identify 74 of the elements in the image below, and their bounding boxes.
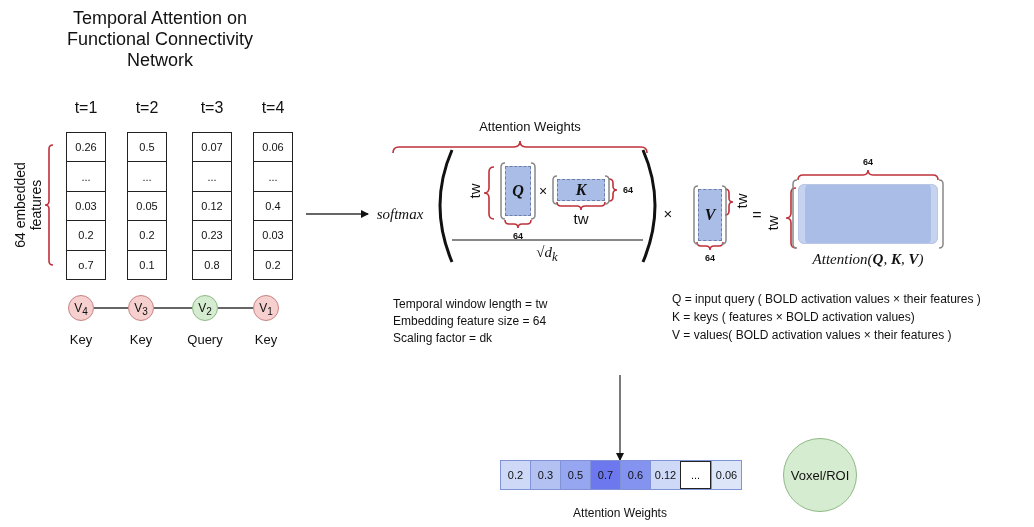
table-cell-text: 0.06 (261, 140, 285, 156)
vertex-label: V$_{1}$ (258, 301, 274, 318)
time-label: t=4 (261, 99, 285, 117)
table-cell: ... (193, 161, 231, 191)
table-cell: 0.2 (254, 249, 292, 280)
table-cell: 0.2 (501, 461, 530, 489)
dimension-label: 64 (863, 156, 873, 168)
table-cell: 0.3 (530, 461, 560, 489)
table-cell: 0.03 (254, 220, 292, 250)
axis-label: 64 embedded features (11, 161, 45, 250)
table-cell: 0.8 (193, 249, 231, 280)
dimension-label: 64 (623, 184, 633, 196)
heading-label: Attention Weights (479, 119, 581, 135)
table-cell: 0.12 (193, 190, 231, 221)
table-cell: 0.2 (67, 220, 105, 250)
vertex-label: V$_{2}$ (197, 301, 213, 318)
definition-text: V = values( BOLD activation values × their features ) (672, 329, 952, 343)
operator-symbol: × (538, 182, 548, 200)
dimension-label: 64 (513, 230, 523, 242)
dimension-label: tw (466, 183, 484, 199)
table-cell: ... (67, 161, 105, 191)
dimension-label: tw (573, 210, 589, 228)
time-label: t=2 (135, 99, 159, 117)
definition-text: K = keys ( features × BOLD activation values) (672, 311, 915, 325)
dimension-label: 64 (705, 252, 715, 264)
definition-text: Temporal window length = tw (393, 298, 548, 312)
operator-symbol: × (663, 205, 673, 223)
matrix-box: Q (505, 166, 531, 216)
connector-line (93, 307, 129, 309)
table-cell: 0.05 (128, 190, 166, 221)
math-caption: Attention(Q, K, V) (812, 251, 924, 268)
vertex-label: V$_{3}$ (133, 301, 149, 318)
role-label: Query (187, 332, 223, 347)
caption-label: Attention Weights (573, 507, 667, 521)
math-function-text: softmax (368, 203, 432, 225)
matrix-box: V (698, 189, 722, 241)
vertex-label: V$_{4}$ (73, 301, 89, 318)
table-cell: ... (680, 461, 711, 489)
connector-line (217, 307, 254, 309)
table-cell: 0.5 (560, 461, 590, 489)
table-cell: 0.12 (650, 461, 680, 489)
definition-text: Scaling factor = dk (393, 332, 493, 346)
table-cell: ... (254, 161, 292, 191)
table-cell: 0.06 (711, 461, 741, 489)
table-cell: 0.4 (254, 190, 292, 221)
table-cell-text: 0.07 (200, 140, 224, 156)
connector-line (153, 307, 193, 309)
table-cell: 0.1 (128, 249, 166, 280)
node-circle: Voxel/ROI (783, 438, 857, 512)
weight-vector (500, 460, 742, 490)
table-cell: 0.03 (67, 190, 105, 221)
math-label: √d$_{k}$ (536, 243, 558, 265)
definition-text: Embedding feature size = 64 (393, 315, 547, 329)
arrow (616, 374, 624, 461)
table-cell: ... (128, 161, 166, 191)
table-cell: 0.6 (620, 461, 650, 489)
table-cell: o.7 (67, 249, 105, 280)
operator-symbol: = (752, 205, 762, 225)
dimension-label: tw (764, 215, 782, 231)
role-label: Key (69, 332, 93, 347)
table-cell: 0.23 (193, 220, 231, 250)
table-cell: 0.2 (128, 220, 166, 250)
arrow (305, 210, 369, 218)
matrix-box: K (557, 179, 605, 201)
time-label: t=1 (74, 99, 98, 117)
role-label: Key (254, 332, 278, 347)
table-cell-text: 0.5 (138, 140, 156, 156)
table-cell: 0.7 (590, 461, 620, 489)
dimension-label: tw (733, 193, 751, 209)
title: Temporal Attention on Functional Connectivity Network (65, 8, 255, 71)
time-label: t=3 (200, 99, 224, 117)
table-cell-text: 0.26 (74, 140, 98, 156)
role-label: Key (129, 332, 153, 347)
definition-text: Q = input query ( BOLD activation values × their features ) (672, 293, 981, 307)
